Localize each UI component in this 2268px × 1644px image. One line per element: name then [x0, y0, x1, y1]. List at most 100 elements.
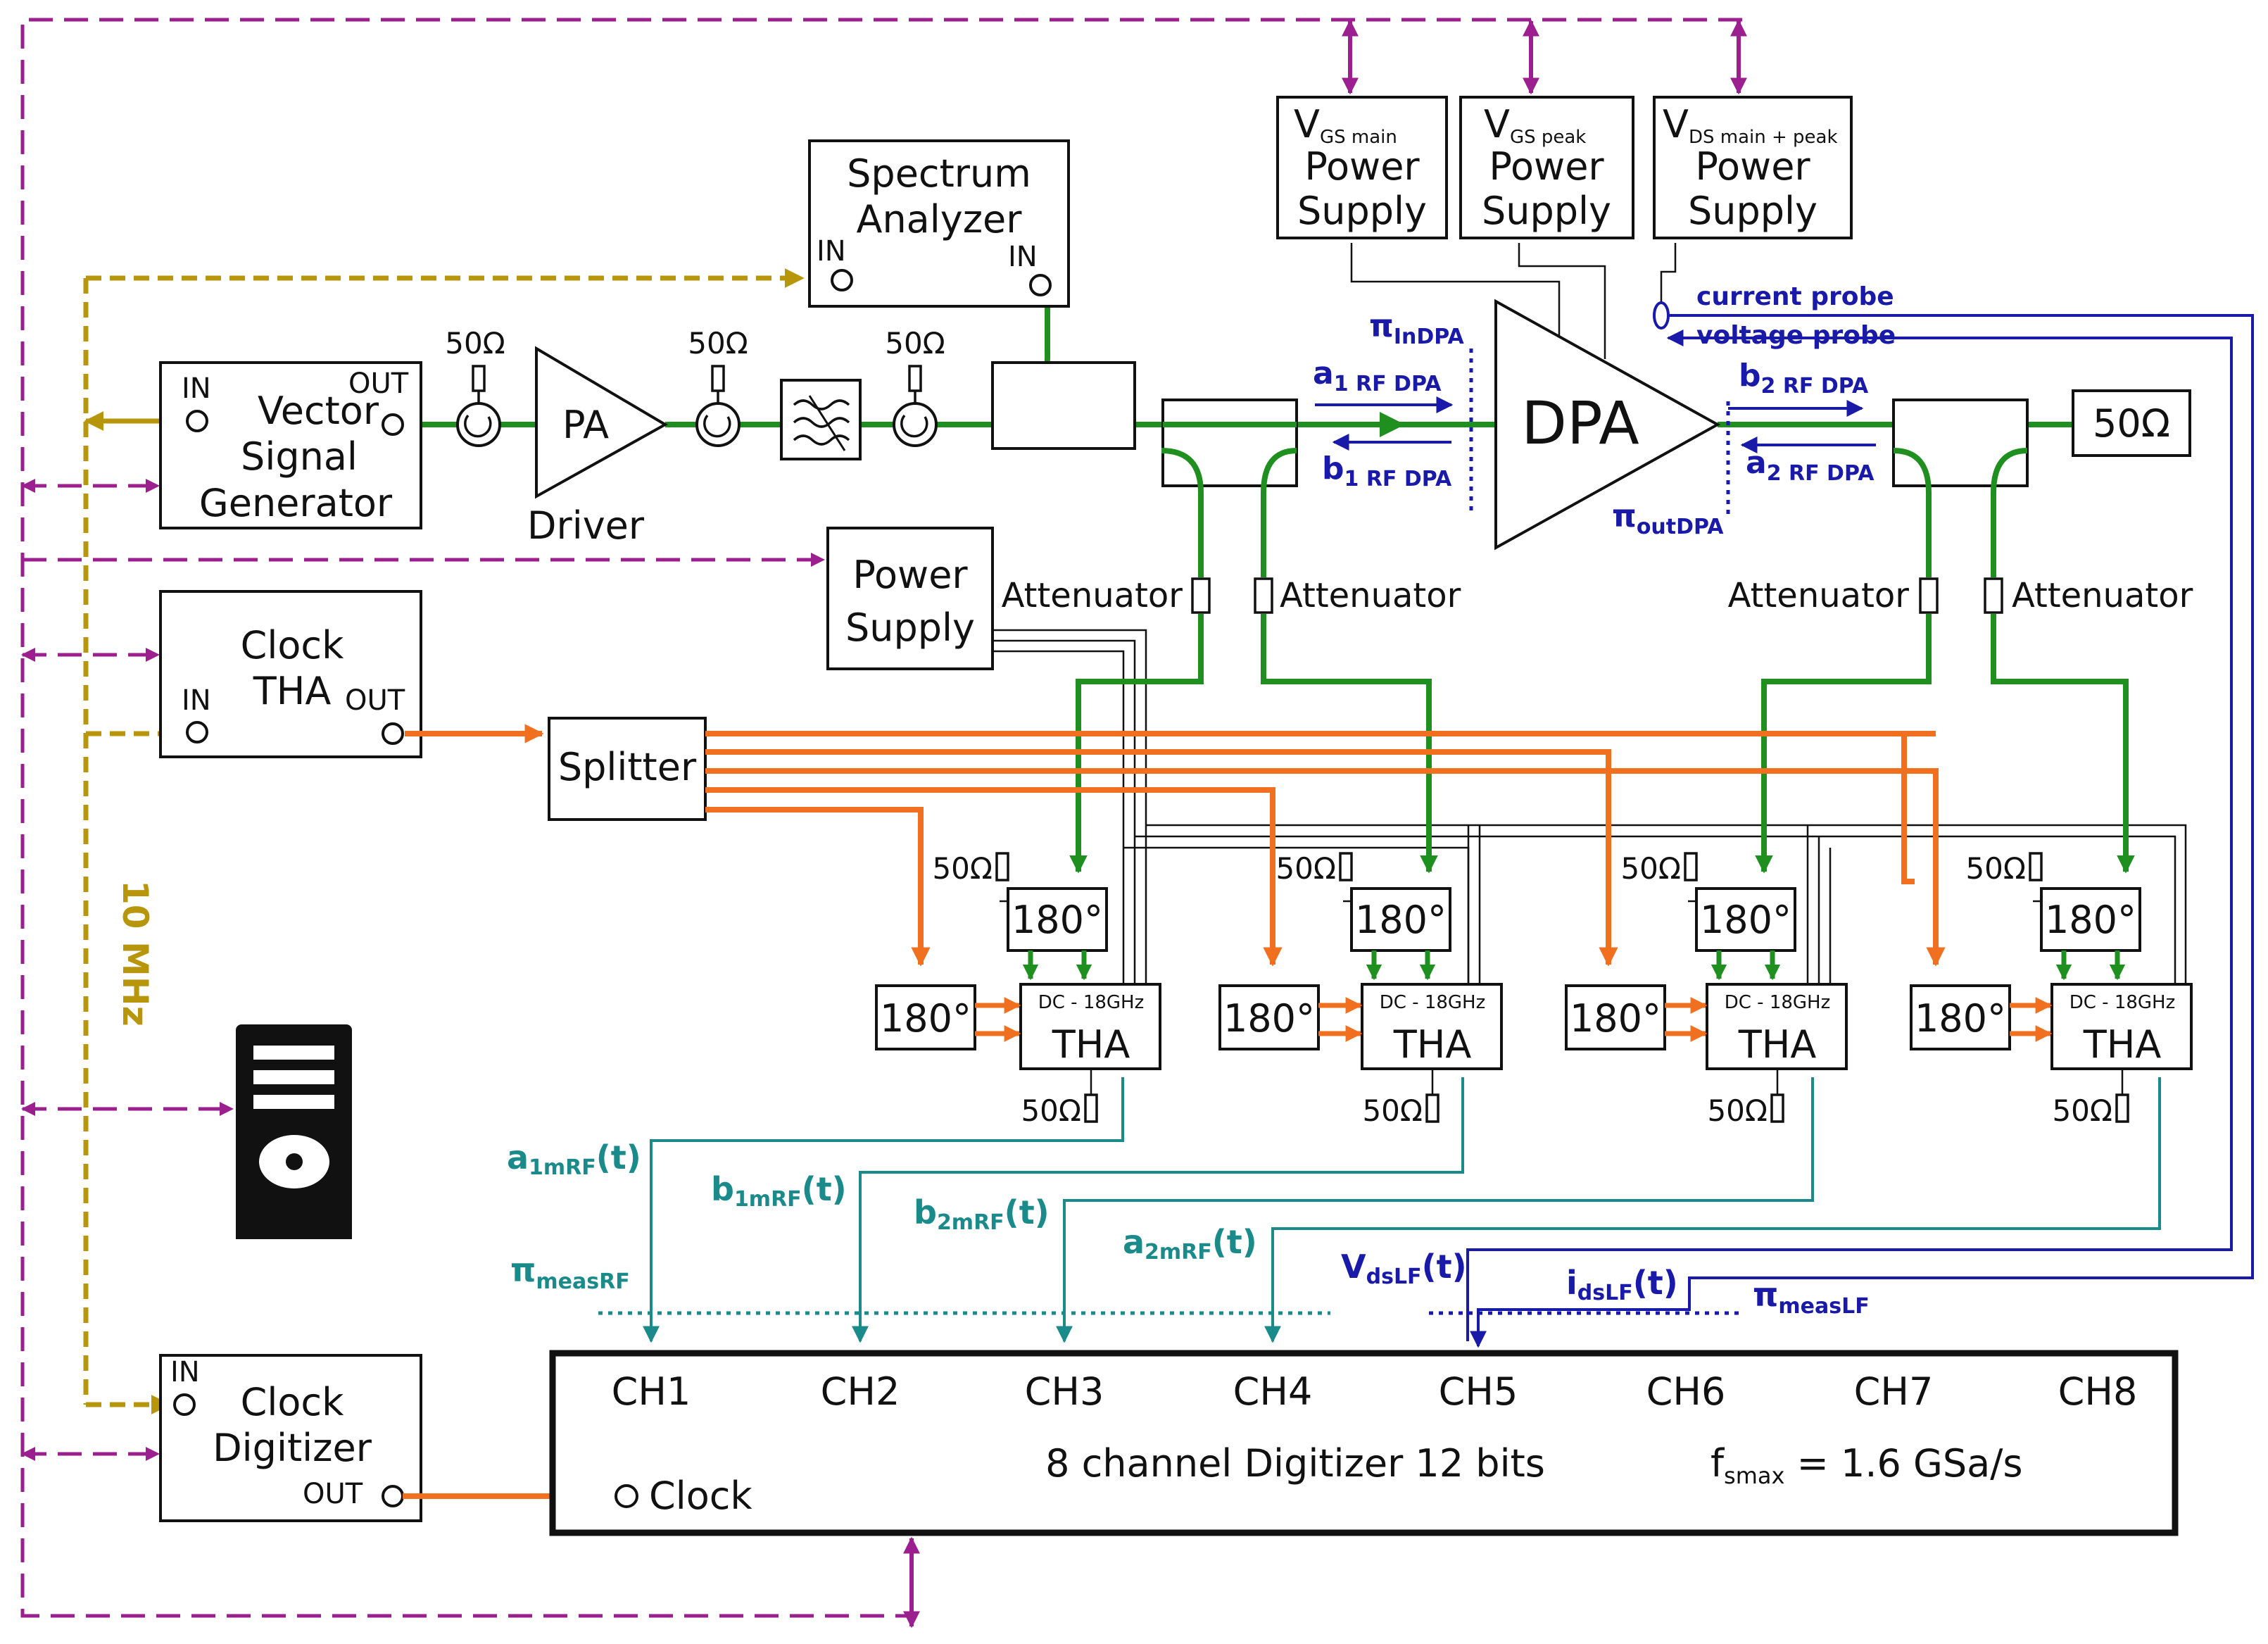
tha-load-label: 50Ω: [1021, 1093, 1081, 1128]
plane-out-dpa: πoutDPA: [1612, 498, 1724, 539]
load-2-label: 50Ω: [688, 326, 748, 360]
reference-frequency-label: 10 MHz: [115, 880, 156, 1027]
computer-icon: [236, 1024, 352, 1239]
spectrum-in-left-port: [831, 269, 853, 291]
wave-a2: a2 RF DPA: [1746, 445, 1875, 486]
digitizer-channel-8: CH8: [2058, 1369, 2138, 1414]
clock-dig-out-port: [382, 1485, 404, 1507]
clock-tha-in-label: IN: [182, 684, 211, 717]
spectrum-line-1: Spectrum: [847, 151, 1031, 196]
current-probe-label: current probe: [1696, 282, 1894, 311]
output-coupler: [1892, 399, 2029, 577]
svg-text:Supply: Supply: [1688, 189, 1817, 233]
clock-tha-line-2: THA: [253, 669, 332, 713]
driver-label: Driver: [527, 503, 645, 548]
power-supply-block: Power Supply: [826, 527, 994, 670]
tha-label: THA: [1052, 1022, 1130, 1067]
clock-hybrid-label: 180°: [1915, 996, 2006, 1041]
signal-ids: idsLF(t): [1566, 1264, 1678, 1305]
reference-planes-dpa: [1469, 349, 1730, 514]
vsg-out-label: OUT: [348, 368, 409, 400]
bandpass-filter: [780, 379, 862, 460]
rf-direction-arrow: [1380, 412, 1405, 437]
clock-hybrid-label: 180°: [880, 996, 971, 1041]
tha-load-label: 50Ω: [1362, 1093, 1423, 1128]
power-supply-line-1: Power: [852, 553, 968, 597]
clock-dig-in-port: [173, 1393, 196, 1416]
output-termination: 50Ω: [2072, 389, 2191, 457]
digitizer-title: 8 channel Digitizer 12 bits: [1045, 1441, 1545, 1486]
voltage-probe-label: voltage probe: [1696, 321, 1896, 350]
digitizer-clock-port: [615, 1484, 638, 1508]
control-bus: [20, 18, 1742, 1618]
digitizer-sample-rate: fsmax = 1.6 GSa/s: [1711, 1441, 2023, 1489]
tha-band-label: DC - 18GHz: [1038, 992, 1145, 1013]
wave-b1: b1 RF DPA: [1322, 451, 1452, 491]
signal-b2m: b2mRF(t): [914, 1193, 1050, 1235]
svg-text:Power: Power: [1695, 144, 1810, 189]
spectrum-in-right-port: [1029, 274, 1052, 296]
spectrum-coupler: [991, 361, 1136, 450]
attenuator-label-4: Attenuator: [2012, 576, 2193, 615]
spectrum-in-right-label: IN: [1008, 241, 1038, 273]
spectrum-in-left-label: IN: [817, 235, 846, 268]
pa-driver: PA Driver: [527, 346, 669, 548]
load-1-label: 50Ω: [445, 326, 505, 360]
vsg-in-label: IN: [182, 372, 211, 405]
digitizer-channel-3: CH3: [1025, 1369, 1104, 1414]
tha-hybrid-label: 180°: [1012, 898, 1103, 942]
spectrum-line-2: Analyzer: [857, 197, 1023, 241]
clock-dig-out-label: OUT: [303, 1478, 363, 1510]
probe-lines: [1466, 301, 2254, 1348]
wave-b2: b2 RF DPA: [1739, 358, 1869, 399]
tha-label: THA: [2083, 1022, 2162, 1067]
circulator-3: 50Ω: [885, 326, 945, 447]
output-termination-label: 50Ω: [2093, 401, 2170, 446]
svg-text:Power: Power: [1489, 144, 1604, 189]
digitizer-channel-4: CH4: [1233, 1369, 1313, 1414]
circulator-1: 50Ω: [445, 326, 505, 447]
digitizer-clock-label: Clock: [649, 1474, 752, 1518]
plane-meas-rf: πmeasRF: [510, 1251, 630, 1294]
plane-meas-lf: πmeasLF: [1753, 1276, 1870, 1319]
tha-hybrid-load-label: 50Ω: [1620, 851, 1681, 886]
spectrum-analyzer: Spectrum Analyzer IN IN: [808, 139, 1070, 308]
vsg-line-2: Signal: [241, 434, 358, 479]
tha-hybrid-label: 180°: [1355, 898, 1447, 942]
clock-digitizer: Clock Digitizer IN OUT: [159, 1354, 422, 1522]
svg-text:VDS main + peak: VDS main + peak: [1663, 102, 1838, 148]
tha-load-label: 50Ω: [1707, 1093, 1768, 1128]
clock-dig-line-1: Clock: [241, 1380, 344, 1424]
bias-monitor-lines: [993, 243, 2187, 989]
clock-tha-out-port: [382, 722, 404, 745]
input-coupler: [1161, 399, 1298, 577]
clock-hybrid-label: 180°: [1223, 996, 1315, 1041]
load-3-label: 50Ω: [885, 326, 945, 360]
tha-hybrid-load-label: 50Ω: [1965, 851, 2026, 886]
clock-tha-out-label: OUT: [345, 684, 405, 717]
circulator-2: 50Ω: [688, 326, 748, 447]
signal-a1m: a1mRF(t): [507, 1138, 641, 1180]
tha-band-label: DC - 18GHz: [1380, 992, 1486, 1013]
attenuator-label-1: Attenuator: [1002, 576, 1183, 615]
clock-distribution: [405, 724, 1946, 967]
clock-dig-line-2: Digitizer: [213, 1426, 372, 1470]
tha-hybrid-label: 180°: [1700, 898, 1791, 942]
vsg-line-1: Vector: [258, 389, 379, 433]
clock-tha: Clock THA IN OUT: [159, 590, 422, 758]
svg-text:Power: Power: [1304, 144, 1420, 189]
signal-a2m: a2mRF(t): [1123, 1223, 1257, 1265]
clock-hybrid-label: 180°: [1570, 996, 1661, 1041]
tha-hybrid-load-label: 50Ω: [932, 851, 993, 886]
digitizer-channel-5: CH5: [1439, 1369, 1518, 1414]
signal-b1m: b1mRF(t): [711, 1170, 847, 1212]
svg-text:VGS main: VGS main: [1294, 102, 1397, 148]
digitizer-channel-1: CH1: [612, 1369, 691, 1414]
